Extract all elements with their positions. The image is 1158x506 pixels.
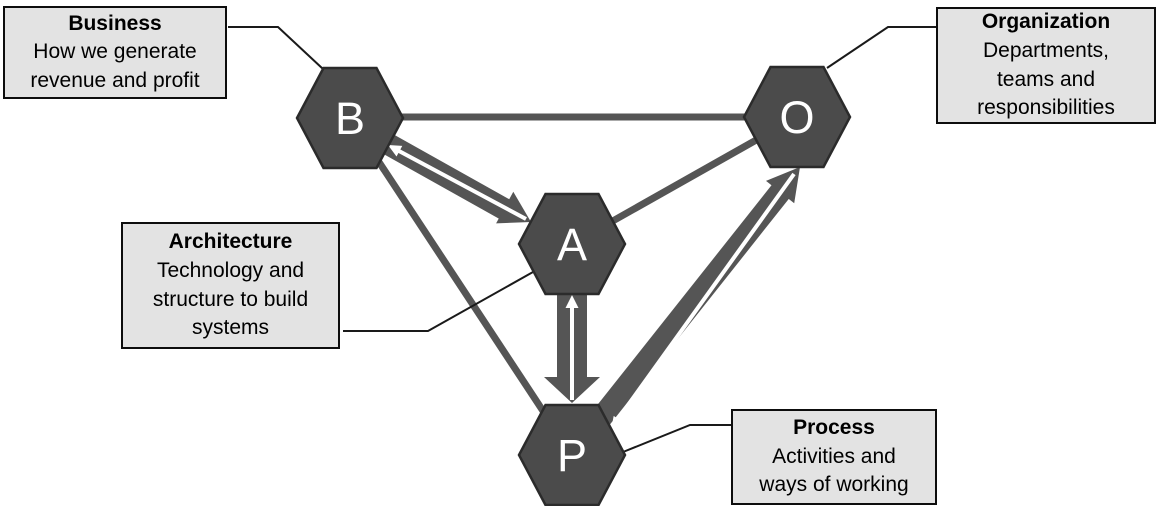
arrow-architecture-to-business-white-head (388, 145, 403, 157)
callout-architecture-line: Technology and (156, 258, 305, 282)
edge-business-process-line (347, 116, 575, 457)
node-architecture-letter: A (557, 219, 587, 270)
arrow-organization-to-process-white-shaft (616, 172, 796, 421)
callout-business: Business How we generate revenue and pro… (3, 6, 227, 99)
node-organization-hexagon (742, 65, 852, 169)
callout-business-title: Business (68, 11, 162, 35)
node-process-letter: P (557, 430, 587, 481)
arrow-organization-to-process-white-head (611, 415, 624, 430)
node-architecture-hexagon (517, 192, 627, 296)
callout-connector-business (228, 26, 324, 70)
arrow-process-to-architecture-white-head (565, 295, 579, 308)
callout-organization-line: responsibilities (977, 96, 1115, 120)
callout-connector-architecture (343, 271, 534, 332)
arrow-business-to-architecture (366, 125, 531, 224)
callout-process: Process Activities and ways of working (731, 409, 937, 505)
callout-architecture-line: structure to build (152, 287, 309, 311)
callout-architecture-title: Architecture (168, 230, 293, 254)
callout-connector-process (622, 424, 731, 453)
callout-process-line: ways of working (759, 473, 909, 497)
arrow-architecture-to-business-white-shaft (398, 149, 527, 221)
arrow-process-to-organization (577, 167, 800, 444)
node-business-letter: B (335, 93, 365, 144)
callout-organization: Organization Departments, teams and resp… (936, 7, 1156, 124)
node-organization-letter: O (779, 92, 814, 143)
callout-architecture: Architecture Technology and structure to… (121, 222, 340, 349)
callout-process-title: Process (793, 416, 875, 440)
node-process-hexagon (517, 403, 627, 506)
callout-architecture-line: systems (191, 316, 269, 340)
callout-process-line: Activities and (772, 444, 896, 468)
node-business-hexagon (295, 66, 405, 170)
callout-business-line: How we generate (33, 40, 197, 64)
arrow-process-to-organization-shaft (577, 184, 790, 444)
callout-organization-title: Organization (981, 10, 1111, 34)
callout-connector-organization (826, 26, 936, 69)
callout-organization-line: teams and (996, 67, 1096, 91)
callout-organization-line: Departments, (982, 38, 1110, 62)
callout-business-line: revenue and profit (30, 68, 200, 92)
arrow-architecture-to-process (544, 290, 600, 403)
